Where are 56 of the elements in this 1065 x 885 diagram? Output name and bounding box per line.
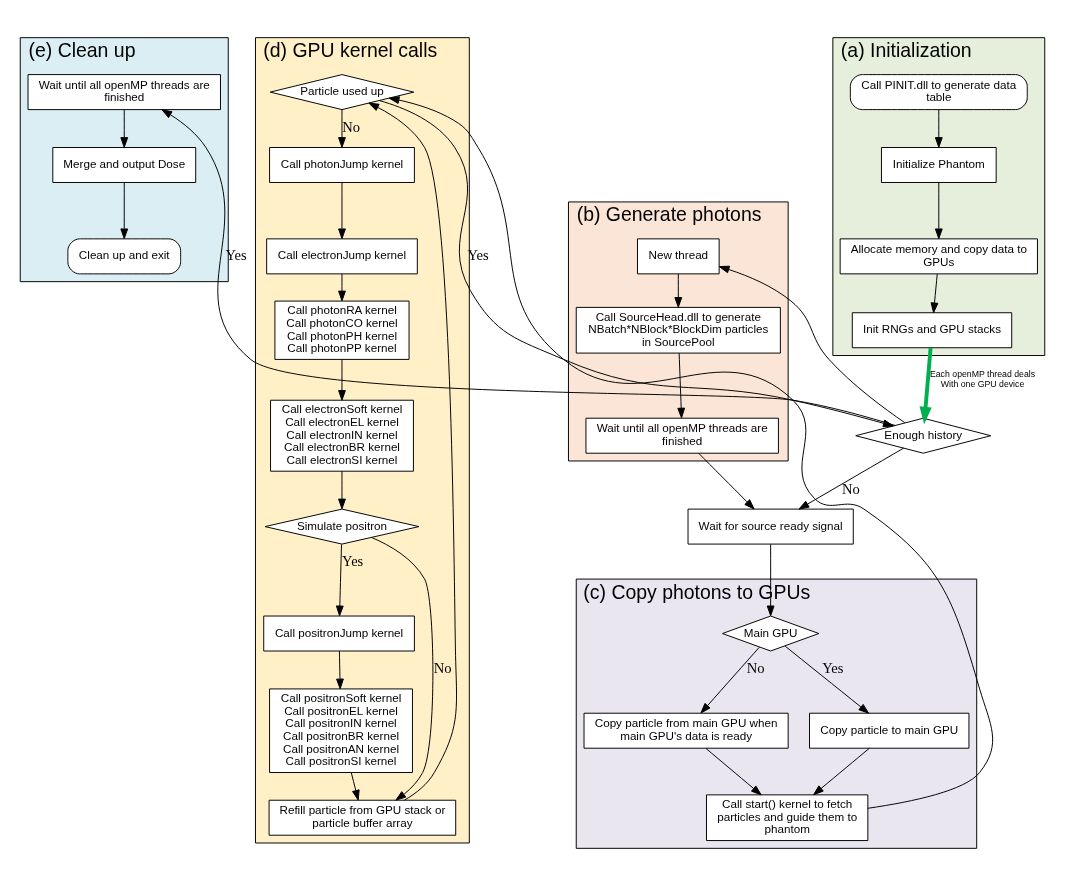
edge-label: No [433, 659, 452, 676]
node-box: Wait for source ready signal [687, 508, 854, 545]
arrow [813, 747, 870, 795]
node-box: Call photonJump kernel [269, 146, 415, 183]
arrow [677, 352, 686, 418]
node-box: Initialize Phantom [880, 146, 997, 183]
node-diamond: Main GPU [721, 615, 820, 651]
edge-label: No [746, 659, 765, 676]
arrow [368, 102, 458, 801]
node-box: Wait until all openMP threads are finished [585, 417, 779, 454]
edge-label: No [342, 118, 361, 135]
arrow [674, 273, 683, 308]
arrow [338, 470, 346, 509]
arrow [338, 273, 346, 301]
arrow [338, 108, 346, 148]
node-box: Call positronJump kernel [263, 615, 415, 651]
arrow [784, 645, 870, 714]
arrow [698, 452, 755, 509]
arrow [371, 536, 434, 801]
node-box: Allocate memory and copy data to GPUs [839, 237, 1038, 274]
arrow [336, 650, 344, 689]
arrow [718, 265, 906, 423]
node-box: Wait until all openMP threads are finished [27, 73, 221, 110]
arrow [705, 747, 762, 795]
arrow [120, 181, 129, 239]
node-box: Copy particle to main GPU [809, 712, 970, 749]
node-box: Copy particle from main GPU when main GPU's data is ready [583, 712, 789, 749]
arrow [335, 543, 344, 616]
node-box: Call PINIT.dll to generate data table [849, 73, 1028, 110]
arrow [388, 95, 994, 809]
node-box: Call start() kernel to fetch particles and guide them to phantom [706, 793, 869, 841]
edge-label: Yes [342, 552, 364, 569]
arrow [930, 273, 939, 313]
arrow [350, 771, 360, 801]
node-box: Clean up and exit [67, 237, 182, 274]
arrow [934, 108, 943, 148]
node-box: Init RNGs and GPU stacks [851, 311, 1013, 348]
node-box: Call photonRA kernel Call photonCO kernel Call photonPH kernel Call photonPP kernel [274, 300, 410, 360]
edge-label: Each openMP thread deals With one GPU device [929, 368, 1036, 389]
node-box: Call electronSoft kernel Call electronEL kernel Call electronIN kernel Call electronBR kernel Call electronSI kernel [270, 399, 414, 472]
node-box: Call electronJump kernel [266, 237, 418, 274]
arrow [934, 181, 943, 239]
arrow [700, 646, 760, 713]
arrow [798, 447, 905, 510]
arrow [919, 347, 933, 424]
node-box: Merge and output Dose [52, 146, 197, 183]
edge-label: No [841, 480, 860, 497]
node-box: Refill particle from GPU stack or particle buffer array [268, 799, 457, 836]
node-box: New thread [637, 237, 720, 274]
arrow [120, 108, 129, 148]
node-box: Call positronSoft kernel Call positronEL kernel Call positronIN kernel Call positronBR kernel Call positronAN kernel Call positronSI kernel [269, 687, 413, 773]
edge-label: Yes [822, 659, 844, 676]
arrow [338, 358, 346, 401]
node-box: Call SourceHead.dll to generate NBatch*NBlock*BlockDim particles in SourcePool [575, 306, 781, 354]
node-diamond: Simulate positron [264, 508, 420, 545]
arrow [338, 181, 346, 239]
